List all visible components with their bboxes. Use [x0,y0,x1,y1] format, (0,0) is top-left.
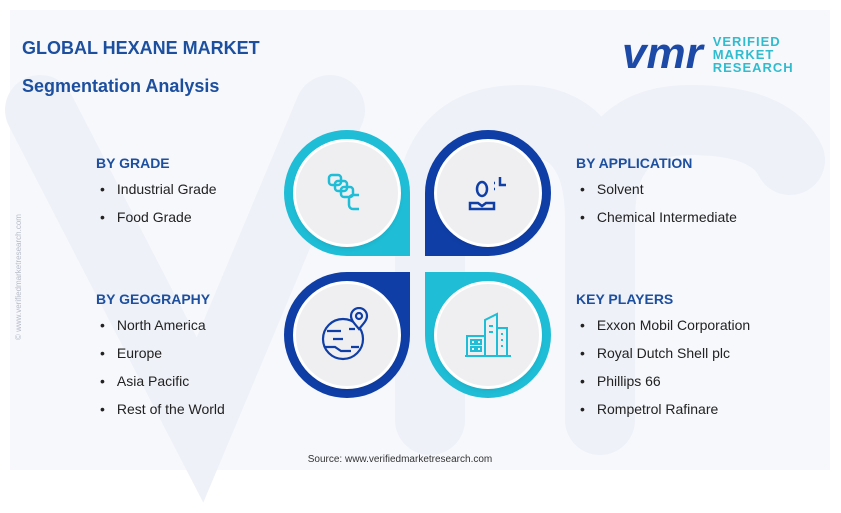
segment-key-players: KEY PLAYERS Exxon Mobil CorporationRoyal… [576,291,750,429]
segment-grade: BY GRADE Industrial GradeFood Grade [96,155,217,237]
person-icon [468,177,506,211]
list-item: Food Grade [96,209,217,237]
segment-application: BY APPLICATION SolventChemical Intermedi… [576,155,737,237]
list-item: Rompetrol Rafinare [576,401,750,429]
list-item: Europe [96,345,225,373]
segment-heading: KEY PLAYERS [576,291,674,307]
list-item: North America [96,317,225,345]
list-item: Phillips 66 [576,373,750,401]
source-citation: Source: www.verifiedmarketresearch.com [307,454,493,465]
list-item: Exxon Mobil Corporation [576,317,750,345]
page-subtitle: Segmentation Analysis [22,76,220,96]
layers-icon [327,173,359,211]
application-teardrop [425,130,551,256]
grade-teardrop [284,130,410,256]
key-players-teardrop [425,272,551,398]
page-title: GLOBAL HEXANE MARKET [22,38,260,58]
list-item: Chemical Intermediate [576,209,737,237]
side-watermark: © www.verifiedmarketresearch.com [14,214,23,340]
logo-line: RESEARCH [712,59,794,75]
list-item: Solvent [576,181,737,209]
vmr-logo: vmr VERIFIED MARKET RESEARCH [622,29,794,78]
logo-mark: vmr [622,29,703,78]
logo-line: VERIFIED [712,33,781,49]
globe-pin-icon [321,307,369,361]
buildings-icon [465,312,511,357]
list-item: Industrial Grade [96,181,217,209]
segment-heading: BY APPLICATION [576,155,693,171]
segment-geography: BY GEOGRAPHY North AmericaEuropeAsia Pac… [96,291,225,429]
segment-heading: BY GRADE [96,155,170,171]
list-item: Rest of the World [96,401,225,429]
segment-heading: BY GEOGRAPHY [96,291,211,307]
logo-line: MARKET [712,46,775,62]
list-item: Royal Dutch Shell plc [576,345,750,373]
geography-teardrop [284,272,410,398]
list-item: Asia Pacific [96,373,225,401]
